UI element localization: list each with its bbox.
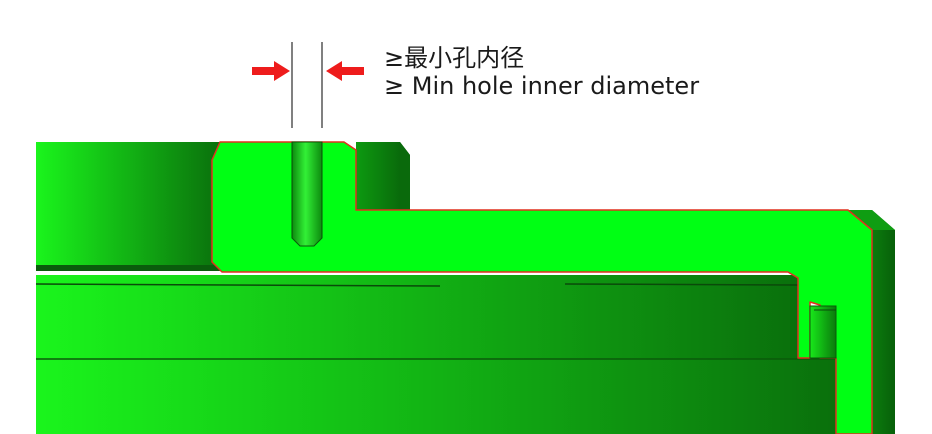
step-block [356, 142, 410, 210]
main-body-lower [36, 358, 836, 434]
annotation-label-english: ≥ Min hole inner diameter [384, 72, 700, 100]
annotation-label-chinese: ≥最小孔内径 [384, 44, 525, 72]
left-upper-block [36, 142, 220, 271]
dimension-marker [252, 42, 364, 128]
main-body-middle [35, 275, 799, 359]
arrow-right-icon [252, 61, 290, 81]
arrow-left-icon [326, 61, 364, 81]
small-slot [809, 305, 837, 359]
pin-hole [291, 141, 323, 247]
